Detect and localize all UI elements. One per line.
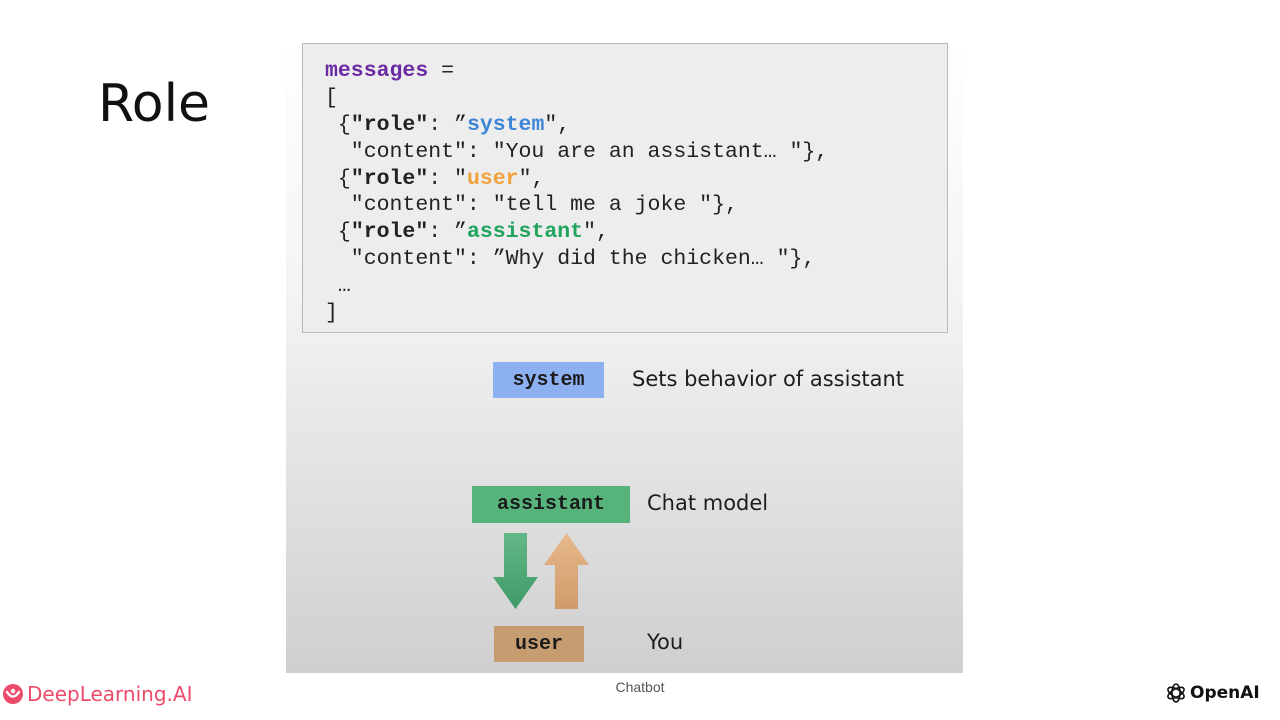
openai-brand-text: OpenAI: [1190, 683, 1260, 703]
code-quote-close: ",: [518, 166, 545, 191]
code-sep: :: [428, 220, 455, 245]
openai-logo-icon: [1167, 683, 1185, 703]
arrow-down-icon: [493, 533, 538, 609]
code-role-key: "role": [350, 112, 429, 137]
code-role-user: user: [466, 166, 519, 191]
code-role-key: "role": [350, 166, 429, 191]
role-desc-assistant: Chat model: [647, 491, 769, 515]
openai-brand: OpenAI: [1165, 682, 1260, 704]
code-line-role-assistant: {"role": ”assistant",: [325, 219, 828, 246]
role-tag-system: system: [493, 362, 604, 398]
role-tag-assistant: assistant: [472, 486, 630, 523]
code-quote: ”: [454, 112, 467, 137]
deeplearning-brand: DeepLearning.AI: [2, 682, 192, 706]
code-sep: :: [428, 166, 455, 191]
code-line-open-bracket: [: [325, 85, 338, 110]
code-block: messages =[ {"role": ”system", "content"…: [302, 43, 948, 333]
role-desc-system: Sets behavior of assistant: [632, 367, 905, 391]
code-var-name: messages: [325, 59, 429, 83]
deeplearning-brand-text: DeepLearning.AI: [27, 682, 193, 706]
arrow-up-icon: [544, 533, 589, 609]
code-line-content-assistant: "content": ”Why did the chicken… "},: [325, 247, 816, 272]
code-line-role-system: {"role": ”system",: [325, 112, 828, 139]
code-line-ellipsis: …: [325, 274, 351, 299]
code-assign: =: [428, 59, 455, 83]
code-text: messages =[ {"role": ”system", "content"…: [325, 58, 828, 327]
code-line-content-system: "content": "You are an assistant… "},: [325, 139, 829, 164]
role-tag-user: user: [494, 626, 584, 662]
footer-label: Chatbot: [615, 679, 665, 695]
screenshot-panel: messages =[ {"role": ”system", "content"…: [286, 39, 963, 673]
code-quote-close: ",: [544, 112, 571, 137]
role-desc-user: You: [647, 630, 684, 654]
code-brace: {: [325, 220, 351, 245]
code-line-messages: messages =: [325, 58, 828, 85]
code-line-content-user: "content": "tell me a joke "},: [325, 193, 738, 218]
code-role-assistant: assistant: [466, 220, 584, 245]
code-quote-close: ",: [583, 220, 609, 245]
code-quote: ”: [454, 220, 467, 245]
code-brace: {: [325, 112, 351, 137]
code-quote: ": [454, 166, 467, 191]
code-line-role-user: {"role": "user",: [325, 166, 828, 193]
code-role-key: "role": [350, 220, 429, 245]
code-line-close-bracket: ]: [325, 301, 338, 326]
slide-title: Role: [98, 74, 211, 134]
code-role-system: system: [466, 112, 545, 137]
code-brace: {: [325, 166, 351, 191]
code-sep: :: [428, 112, 455, 137]
deeplearning-logo-icon: [3, 684, 23, 704]
